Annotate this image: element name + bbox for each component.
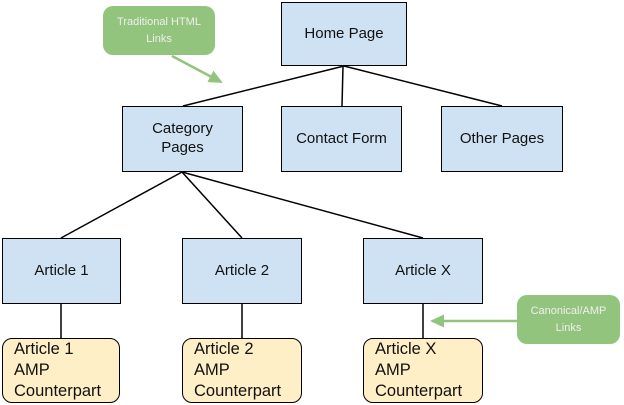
node-contact-form: Contact Form	[281, 106, 402, 172]
traditional-links-arrow-icon	[171, 54, 223, 84]
node-home-page: Home Page	[281, 2, 407, 66]
node-article-x: Article X	[363, 238, 483, 304]
link-category-article1	[60, 171, 183, 239]
node-article-2-amp-counterpart: Article 2 AMP Counterpart	[182, 338, 302, 403]
link-category-articleX	[181, 171, 424, 239]
link-category-article2	[181, 171, 243, 239]
node-category-pages: Category Pages	[122, 106, 243, 172]
link-home-other	[343, 65, 503, 107]
callout-traditional-html-links: Traditional HTML Links	[103, 6, 215, 55]
link-home-category	[182, 65, 345, 107]
link-home-contact	[341, 65, 344, 107]
node-article-1-amp-counterpart: Article 1 AMP Counterpart	[2, 338, 120, 403]
callout-canonical-amp-links: Canonical/AMP Links	[517, 295, 620, 344]
node-article-1: Article 1	[2, 238, 121, 304]
node-other-pages: Other Pages	[441, 106, 563, 172]
node-article-2: Article 2	[182, 238, 302, 304]
node-article-x-amp-counterpart: Article X AMP Counterpart	[363, 338, 483, 403]
